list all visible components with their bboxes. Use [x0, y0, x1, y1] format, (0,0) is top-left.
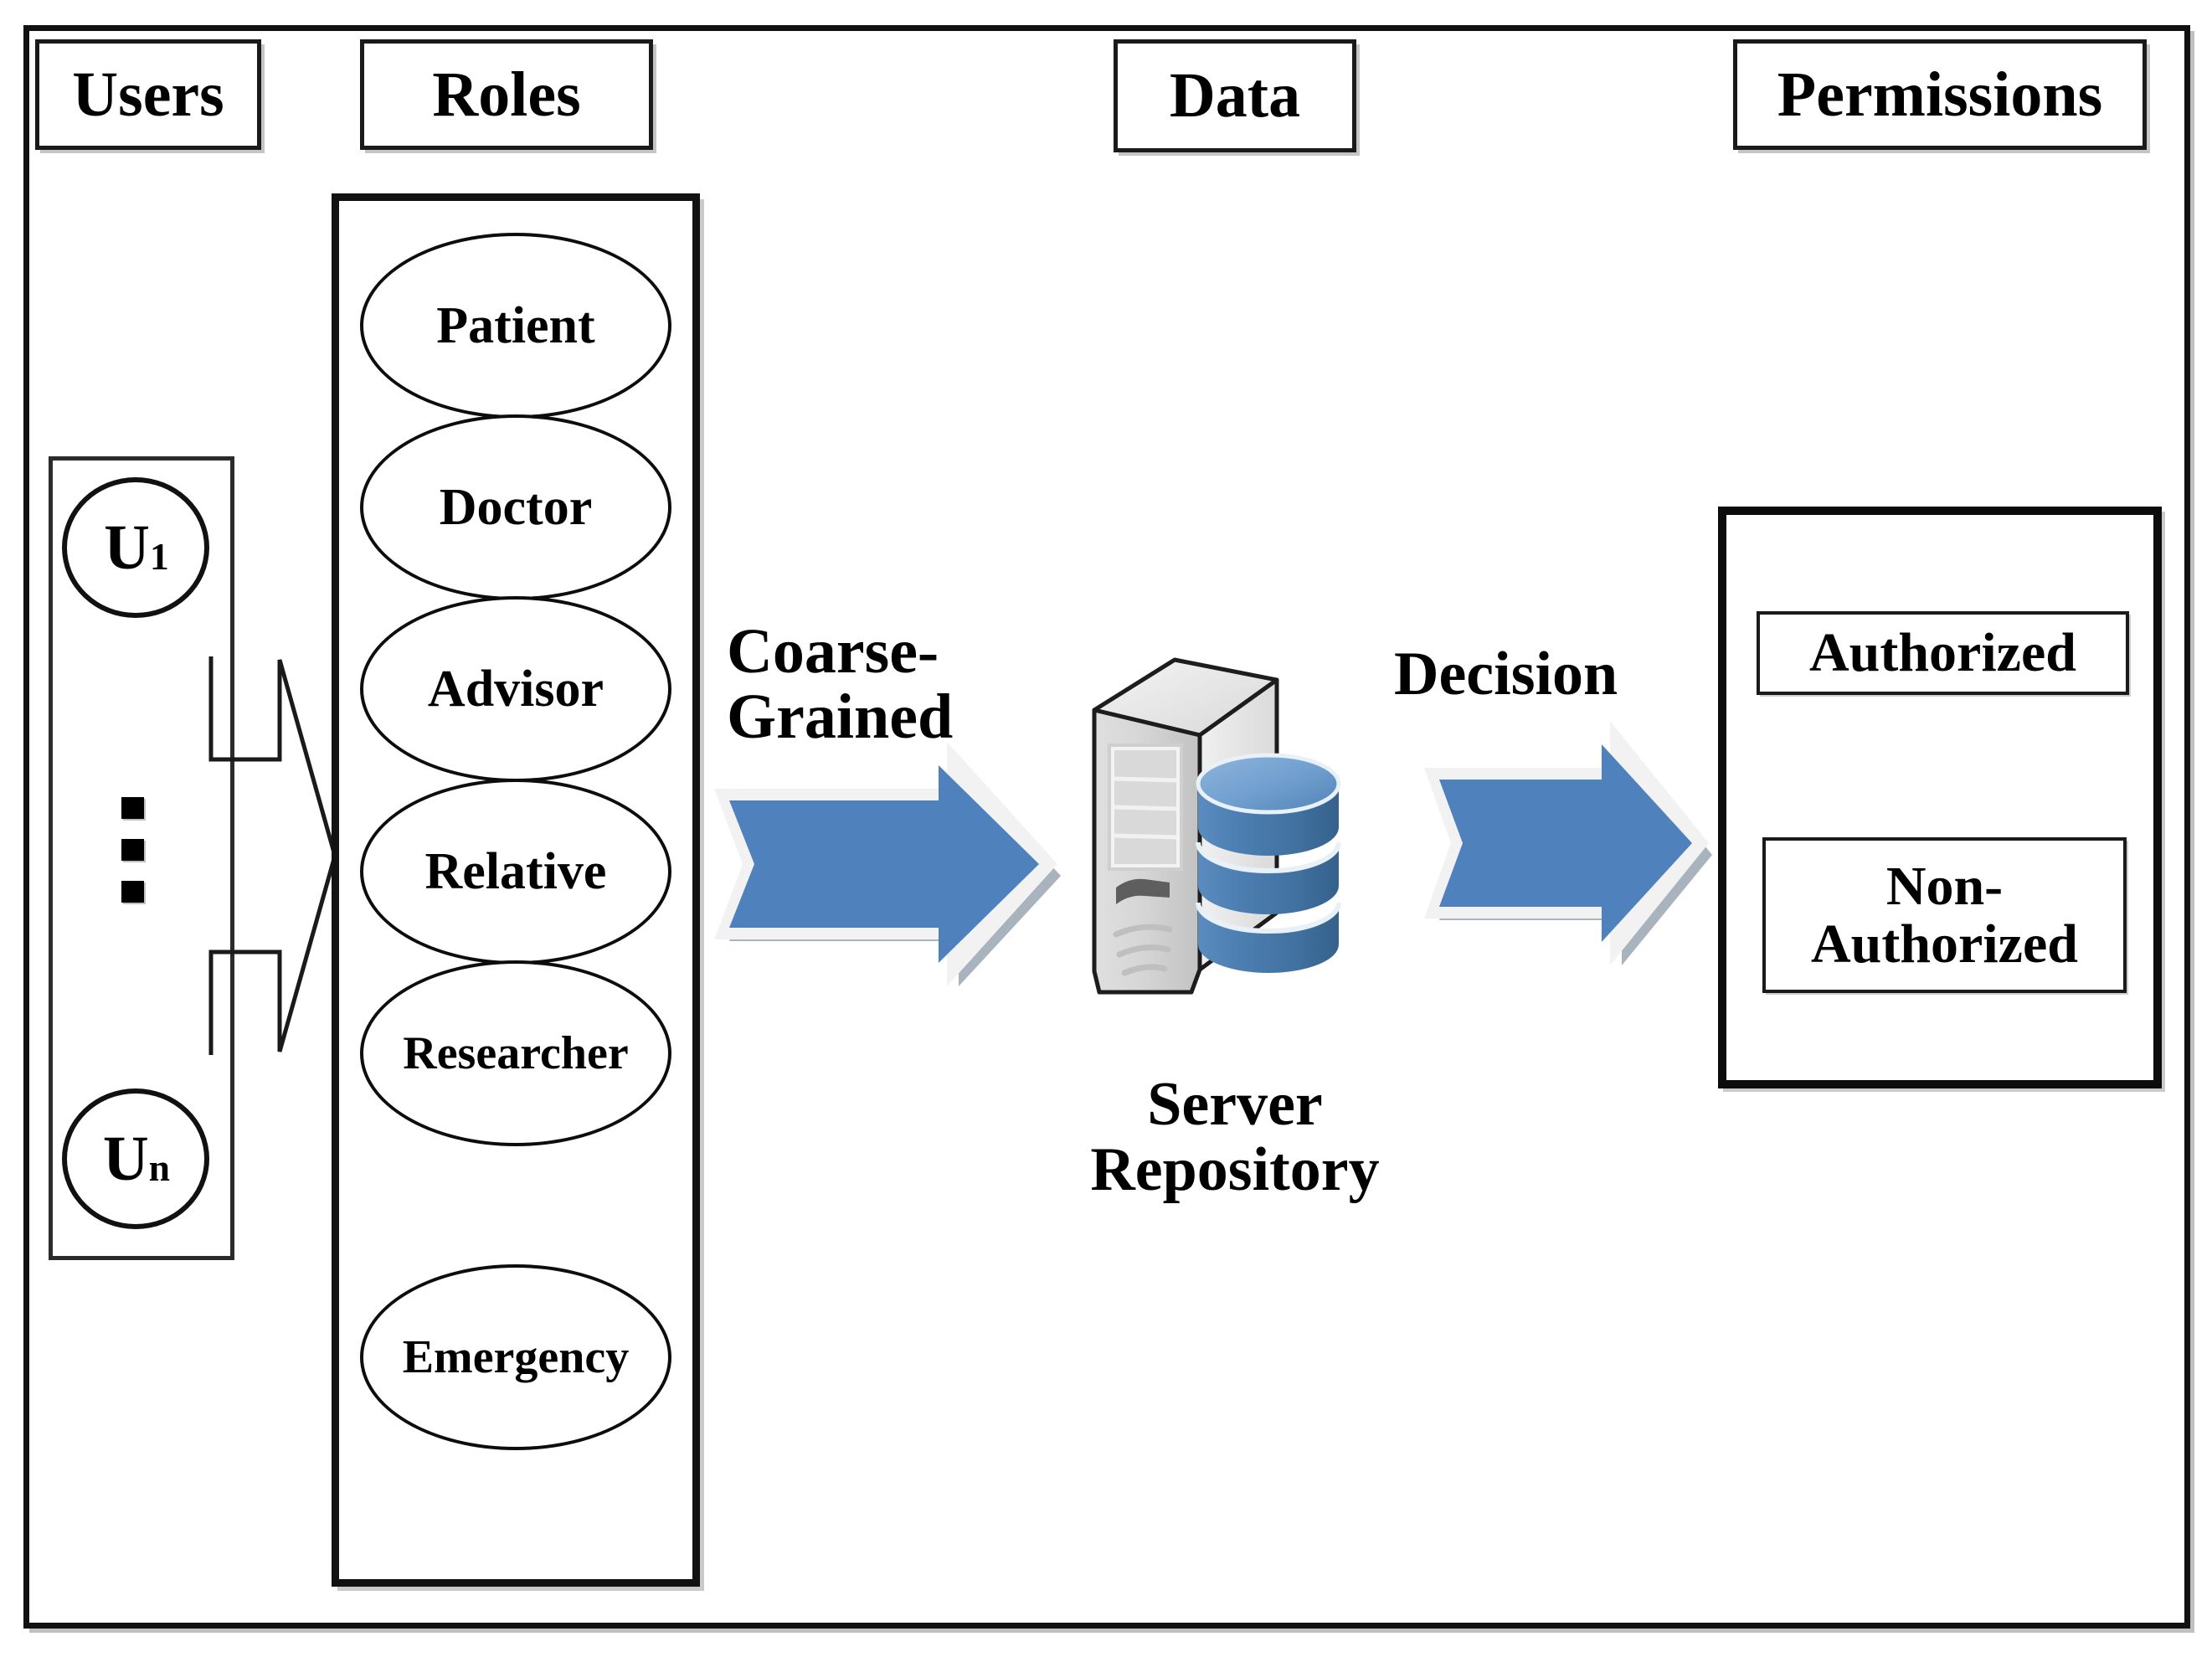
users-ellipsis-dot: [121, 839, 144, 861]
users-to-roles-arrow-icon: [208, 655, 337, 1057]
column-header-roles: Roles: [360, 39, 653, 150]
role-node: Relative: [360, 779, 671, 965]
server-repository-label: Server Repository: [1090, 1070, 1380, 1205]
decision-arrow-icon: [1419, 716, 1712, 967]
user-node-last-label: U: [102, 1123, 149, 1194]
user-node-first-subscript: 1: [149, 534, 169, 578]
permission-non-authorized: Non- Authorized: [1762, 837, 2127, 993]
permissions-group-box: [1718, 507, 2162, 1088]
server-repository-icon: [1076, 636, 1411, 1055]
coarse-grained-label: Coarse- Grained: [727, 616, 954, 752]
coarse-grained-arrow-icon: [707, 737, 1061, 988]
role-node: Patient: [360, 233, 671, 419]
users-group-box: [49, 456, 234, 1260]
user-node-first-label: U: [104, 512, 150, 583]
users-ellipsis-dot: [121, 881, 144, 903]
column-header-data: Data: [1114, 39, 1356, 152]
column-header-permissions: Permissions: [1733, 39, 2147, 150]
users-ellipsis-dot: [121, 797, 144, 819]
role-node: Researcher: [360, 960, 671, 1146]
permission-authorized: Authorized: [1757, 611, 2129, 695]
column-header-users: Users: [35, 39, 261, 150]
decision-label: Decision: [1394, 640, 1618, 708]
role-node: Emergency: [360, 1264, 671, 1450]
role-node: Doctor: [360, 414, 671, 600]
user-node-last-subscript: n: [148, 1145, 170, 1189]
role-node: Advisor: [360, 596, 671, 782]
